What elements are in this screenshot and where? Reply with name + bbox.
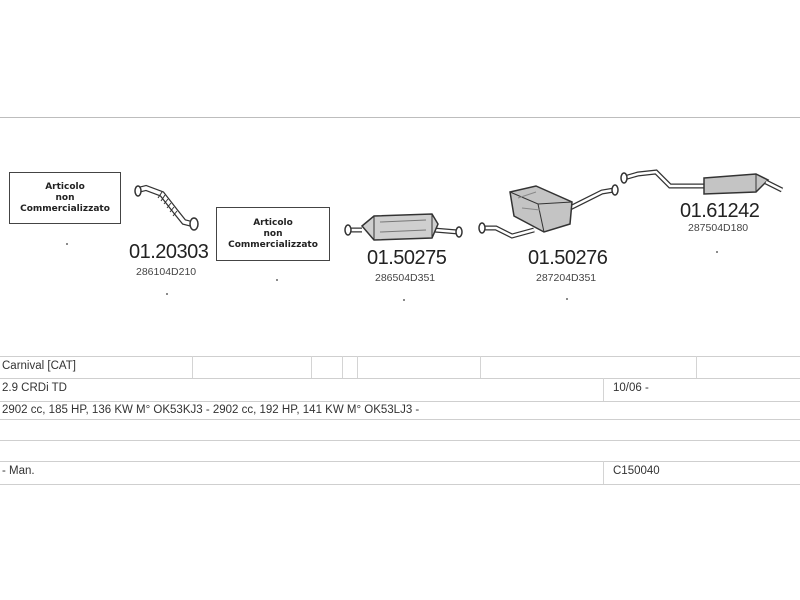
vehicle-specs: 2902 cc, 185 HP, 136 KW M° OK53KJ3 - 290… [2, 404, 420, 416]
table-divider [480, 356, 481, 378]
part-oem-1: 286104D210 [136, 266, 197, 278]
catalytic-converter-icon[interactable] [340, 208, 465, 248]
vehicle-model: Carnival [CAT] [2, 360, 76, 372]
diagram-top-border [0, 117, 800, 118]
table-line [0, 461, 800, 462]
table-line [0, 484, 800, 485]
notice-line-3: Commercializzato [228, 239, 318, 250]
notice-line-2: non [263, 228, 283, 239]
vehicle-transmission: - Man. [2, 465, 35, 477]
table-divider [603, 461, 604, 484]
marker-dot [276, 279, 278, 281]
table-divider [357, 356, 358, 378]
marker-dot [716, 251, 718, 253]
not-sold-notice-2: Articolo non Commercializzato [216, 207, 330, 261]
exhaust-flex-pipe-icon[interactable] [132, 182, 212, 242]
not-sold-notice-1: Articolo non Commercializzato [9, 172, 121, 224]
vehicle-date-from: 10/06 - [613, 382, 649, 394]
part-code-3[interactable]: 01.50276 [528, 247, 608, 269]
part-code-2[interactable]: 01.50275 [367, 247, 447, 269]
table-divider [192, 356, 193, 378]
catalog-code: C150040 [613, 465, 660, 477]
table-line [0, 440, 800, 441]
rear-muffler-icon[interactable] [616, 160, 788, 200]
marker-dot [66, 243, 68, 245]
table-line [0, 356, 800, 357]
notice-line-2: non [55, 192, 75, 203]
notice-line-3: Commercializzato [20, 203, 110, 214]
part-oem-2: 286504D351 [375, 272, 436, 284]
table-divider [311, 356, 312, 378]
part-code-4[interactable]: 01.61242 [680, 200, 760, 222]
table-line [0, 378, 800, 379]
marker-dot [566, 298, 568, 300]
vehicle-engine: 2.9 CRDi TD [2, 382, 67, 394]
part-oem-3: 287204D351 [536, 272, 597, 284]
part-oem-4: 287504D180 [688, 222, 749, 234]
notice-line-1: Articolo [45, 181, 85, 192]
marker-dot [403, 299, 405, 301]
notice-line-1: Articolo [253, 217, 293, 228]
center-muffler-icon[interactable] [474, 180, 624, 250]
table-line [0, 401, 800, 402]
table-divider [696, 356, 697, 378]
part-code-1[interactable]: 01.20303 [129, 241, 209, 263]
table-divider [603, 378, 604, 401]
table-divider [342, 356, 343, 378]
table-line [0, 419, 800, 420]
marker-dot [166, 293, 168, 295]
